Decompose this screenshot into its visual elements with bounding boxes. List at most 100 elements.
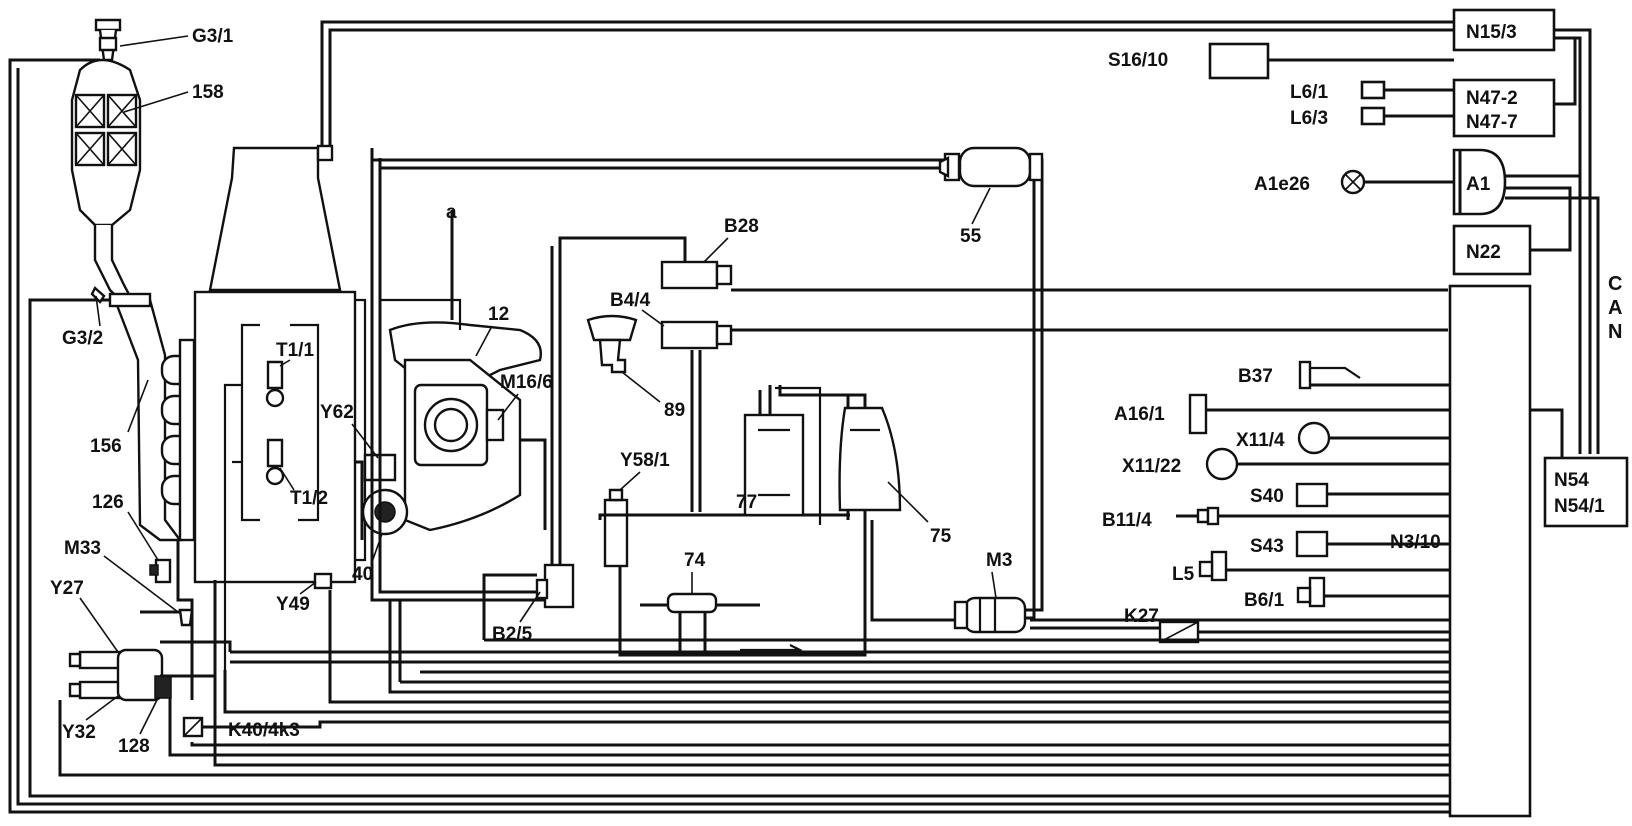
label-y49: Y49	[276, 594, 310, 615]
label-a: a	[446, 202, 457, 223]
connector-x11-4	[1297, 421, 1450, 455]
pump-m33	[140, 608, 194, 627]
sensor-b4-4	[660, 320, 733, 350]
damper-89	[586, 314, 638, 374]
module-n15-3	[1452, 8, 1556, 52]
labels: G3/1 158 G3/2 156 126 M33 Y27 Y32 128 K4…	[50, 22, 1622, 757]
label-75: 75	[930, 526, 952, 547]
label-158: 158	[192, 82, 224, 103]
sensor-b2-5	[482, 563, 575, 640]
filter-74	[666, 592, 718, 655]
switch-128	[154, 675, 172, 699]
label-g3-1: G3/1	[192, 26, 234, 47]
label-k40-4k3: K40/4k3	[228, 720, 300, 741]
relay-k40	[182, 716, 204, 738]
label-k27: K27	[1124, 606, 1159, 627]
label-m16-6: M16/6	[500, 372, 553, 393]
label-n54-1: N54/1	[1554, 496, 1605, 517]
right-harness	[1505, 28, 1600, 458]
sensor-b28	[660, 260, 733, 290]
label-l6-3: L6/3	[1290, 108, 1328, 129]
label-128: 128	[118, 736, 150, 757]
label-55: 55	[960, 226, 982, 247]
component-l5	[1198, 550, 1450, 582]
switch-s16-10	[1208, 42, 1454, 80]
label-can-n: N	[1608, 321, 1622, 343]
label-40: 40	[352, 564, 373, 585]
label-y62: Y62	[320, 402, 354, 423]
label-s40: S40	[1250, 486, 1284, 507]
pressure-regulator-55	[938, 146, 1044, 188]
label-y58-1: Y58/1	[620, 450, 670, 471]
label-m3: M3	[986, 550, 1012, 571]
catalytic-converter-158	[70, 18, 142, 302]
label-a1e26: A1e26	[1254, 174, 1310, 195]
engine-block	[193, 290, 367, 670]
ignition-coil-t1-2	[265, 438, 285, 486]
outer-harness	[8, 20, 1458, 814]
label-y32: Y32	[62, 722, 96, 743]
b-harness	[690, 288, 1448, 512]
lamp-l6-1	[1360, 80, 1454, 100]
module-n22	[1452, 224, 1532, 276]
switch-s43	[1295, 530, 1450, 558]
component-a16-1	[1188, 393, 1450, 435]
label-l6-1: L6/1	[1290, 82, 1328, 103]
valve-assembly-y27-y32	[68, 648, 164, 702]
ecu-n3-10	[1448, 284, 1532, 818]
label-a16-1: A16/1	[1114, 404, 1165, 425]
lamp-l6-3	[1360, 106, 1454, 126]
label-t1-1: T1/1	[276, 340, 314, 361]
label-126: 126	[92, 492, 124, 513]
intake-hoses	[354, 148, 950, 602]
fuel-pump-m3	[953, 596, 1027, 634]
ignition-coil-t1-1	[265, 360, 285, 408]
label-b6-1: B6/1	[1244, 590, 1285, 611]
sensor-b6-1	[1296, 576, 1450, 608]
valve-126	[149, 540, 194, 700]
sensor-b37	[1298, 360, 1450, 390]
label-m33: M33	[64, 538, 101, 559]
label-n3-10: N3/10	[1390, 532, 1441, 553]
label-74: 74	[684, 550, 706, 571]
label-x11-22: X11/22	[1122, 456, 1181, 477]
lamp-a1e26	[1340, 169, 1454, 195]
label-77: 77	[736, 492, 757, 513]
label-n47-2: N47-2	[1466, 88, 1518, 109]
module-n54	[1543, 456, 1629, 528]
label-b4-4: B4/4	[610, 290, 651, 311]
label-156: 156	[90, 436, 122, 457]
label-b2-5: B2/5	[492, 624, 533, 645]
label-s16-10: S16/10	[1108, 50, 1168, 71]
label-n47-7: N47-7	[1466, 112, 1518, 133]
label-l5: L5	[1172, 564, 1195, 585]
label-y27: Y27	[50, 578, 84, 599]
label-g3-2: G3/2	[62, 328, 103, 349]
valve-y49	[313, 572, 333, 590]
air-pump-40	[361, 488, 409, 536]
label-can-a: A	[1608, 297, 1622, 319]
label-n15-3: N15/3	[1466, 22, 1517, 43]
sensor-g3-1	[98, 36, 118, 52]
sensor-g3-2	[90, 286, 106, 304]
label-x11-4: X11/4	[1236, 430, 1285, 451]
relay-k27	[1030, 620, 1450, 644]
label-s43: S43	[1250, 536, 1284, 557]
sensor-b11-4	[1176, 506, 1450, 526]
label-n54: N54	[1554, 470, 1589, 491]
connector-x11-22	[1205, 447, 1450, 481]
exhaust-manifold-156	[108, 292, 196, 542]
module-n47	[1452, 78, 1556, 138]
label-89: 89	[664, 400, 685, 421]
label-can-c: C	[1608, 273, 1622, 295]
instrument-a1	[1452, 148, 1507, 216]
switch-s40	[1295, 482, 1450, 508]
label-b11-4: B11/4	[1102, 510, 1152, 531]
label-b37: B37	[1238, 366, 1273, 387]
label-a1: A1	[1466, 174, 1491, 195]
accumulator-77	[743, 385, 822, 525]
air-filter-housing	[208, 144, 342, 292]
bottom-harness	[58, 580, 1450, 777]
label-12: 12	[488, 304, 509, 325]
label-b28: B28	[724, 216, 759, 237]
